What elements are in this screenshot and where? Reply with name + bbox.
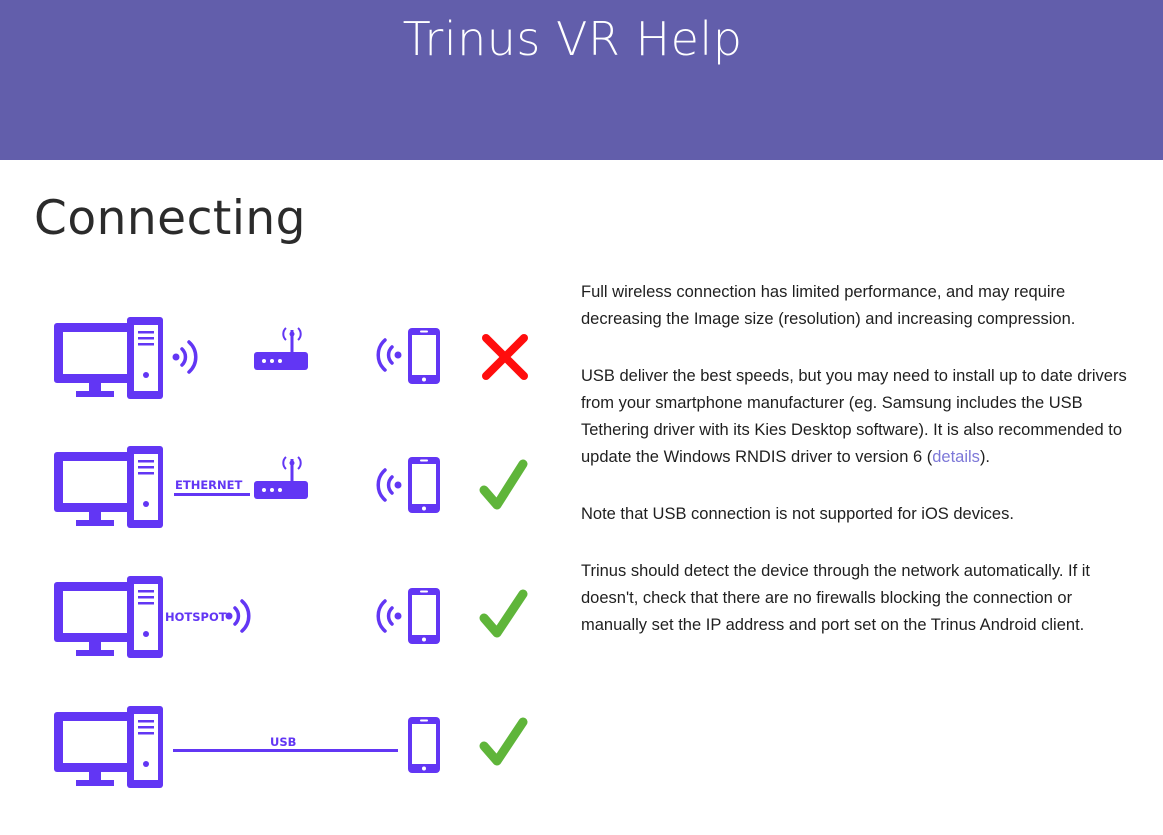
wireless-paragraph: Full wireless connection has limited per… [581, 283, 1076, 328]
details-link[interactable]: details [932, 448, 980, 466]
diagram-row-full-wireless [54, 317, 528, 399]
usb-label: USB [270, 735, 296, 749]
ethernet-cable-line [174, 493, 250, 496]
wifi-signal-icon [223, 599, 251, 633]
desktop-pc-icon [54, 576, 163, 658]
usb-cable-line [173, 749, 398, 752]
smartphone-icon [408, 457, 440, 513]
wifi-signal-icon [376, 338, 404, 372]
smartphone-icon [408, 717, 440, 773]
usb-paragraph: USB deliver the best speeds, but you may… [581, 363, 1141, 471]
connection-diagram: ETHERNET HOTSPOT USB [0, 300, 560, 820]
router-icon [252, 326, 310, 372]
connection-diagram-svg: ETHERNET HOTSPOT USB [54, 317, 528, 788]
site-title[interactable]: Trinus VR Help [402, 12, 743, 66]
page-title: Connecting [34, 191, 307, 247]
green-check-icon [479, 459, 528, 510]
router-icon [252, 455, 310, 501]
ios-note-paragraph: Note that USB connection is not supporte… [581, 505, 1014, 523]
red-x-icon [482, 334, 528, 380]
hotspot-label: HOTSPOT [165, 610, 227, 624]
network-detect-paragraph: Trinus should detect the device through … [581, 562, 1091, 634]
connection-help-text: Full wireless connection has limited per… [581, 279, 1141, 669]
usb-paragraph-end: ). [979, 448, 991, 466]
smartphone-icon [408, 328, 440, 384]
diagram-row-usb: USB [54, 706, 528, 788]
desktop-pc-icon [54, 317, 163, 399]
wifi-signal-icon [376, 599, 404, 633]
desktop-pc-icon [54, 706, 163, 788]
site-header: Trinus VR Help [0, 0, 1163, 160]
diagram-row-ethernet: ETHERNET [54, 446, 528, 528]
wifi-signal-icon [170, 340, 198, 374]
usb-paragraph-text: USB deliver the best speeds, but you may… [581, 367, 1127, 466]
desktop-pc-icon [54, 446, 163, 528]
green-check-icon [479, 717, 528, 766]
green-check-icon [479, 589, 528, 638]
wifi-signal-icon [376, 468, 404, 502]
smartphone-icon [408, 588, 440, 644]
ethernet-label: ETHERNET [175, 478, 243, 492]
diagram-row-hotspot: HOTSPOT [54, 576, 528, 658]
